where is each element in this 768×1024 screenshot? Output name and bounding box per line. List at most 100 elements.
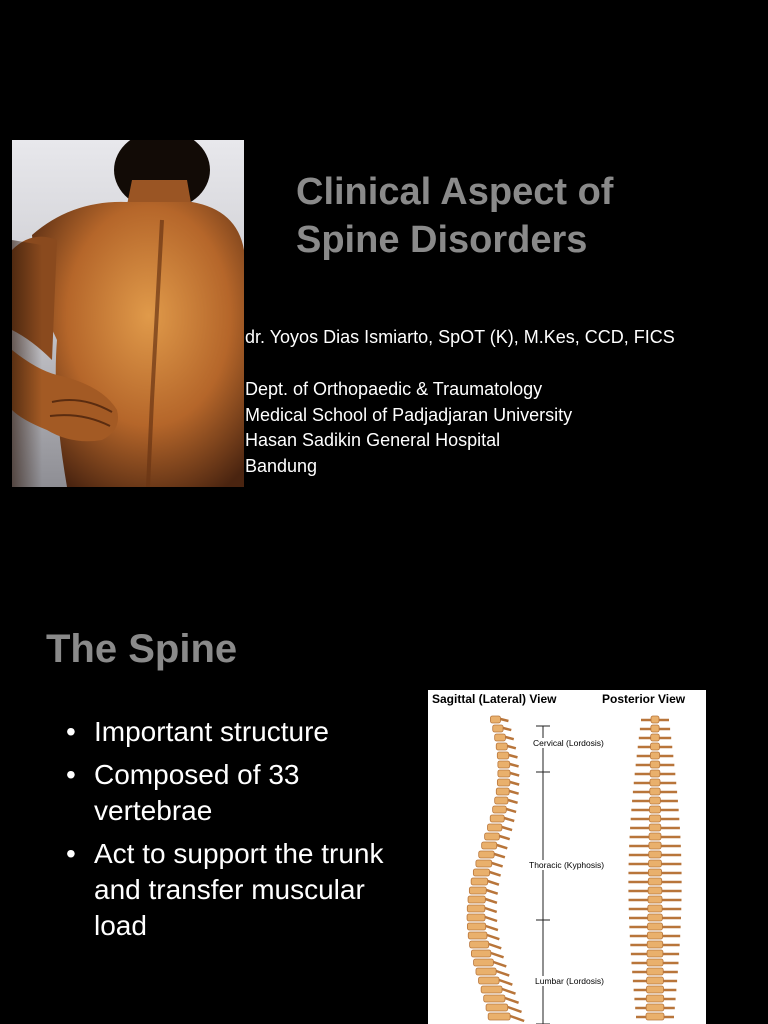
lateral-vertebra (495, 787, 510, 796)
posterior-vertebra (648, 868, 662, 877)
back-pain-illustration (12, 140, 244, 487)
spinous-process (505, 807, 517, 814)
lateral-vertebra (492, 724, 504, 733)
posterior-view-heading: Posterior View (602, 692, 686, 706)
spinous-process (503, 816, 515, 823)
bullet-list: Important structure Composed of 33 verte… (66, 714, 416, 951)
posterior-vertebra (649, 760, 661, 769)
posterior-vertebra (647, 913, 663, 922)
author-name: dr. Yoyos Dias Ismiarto, SpOT (K), M.Kes… (245, 327, 675, 347)
lateral-vertebra (484, 832, 500, 841)
posterior-vertebra (646, 931, 664, 940)
lumbar-label: Lumbar (Lordosis) (534, 976, 605, 986)
spinous-process (485, 888, 499, 895)
posterior-vertebra (649, 796, 661, 805)
lateral-vertebra (466, 904, 486, 913)
lateral-vertebra (497, 769, 511, 778)
lateral-vertebra (475, 967, 497, 976)
lateral-vertebra (478, 976, 500, 985)
posterior-vertebra (646, 958, 664, 967)
posterior-vertebra (646, 985, 664, 994)
spinous-process (493, 852, 506, 859)
lateral-vertebra (478, 850, 495, 859)
affiliation-line: Medical School of Padjadjaran University (245, 404, 573, 425)
lateral-vertebra (468, 886, 487, 895)
posterior-vertebra (648, 859, 662, 868)
spinous-process (488, 942, 502, 950)
spinous-process (504, 996, 520, 1004)
lateral-vertebra (485, 1003, 509, 1012)
posterior-vertebra (650, 733, 660, 742)
posterior-vertebra (647, 886, 663, 895)
lateral-vertebra (496, 751, 510, 760)
posterior-vertebra (649, 751, 661, 760)
lateral-vertebra (473, 958, 494, 967)
spinous-process (500, 717, 509, 723)
spinous-process (498, 978, 513, 986)
spine-drawing (466, 715, 682, 1024)
spinous-process (495, 969, 510, 977)
spinous-process (501, 825, 513, 832)
title-slide: Clinical Aspect of Spine Disorders dr. Y… (12, 140, 736, 487)
region-bracket (536, 725, 550, 1024)
title-line: Spine Disorders (296, 219, 588, 261)
spinous-process (496, 843, 508, 850)
thoracic-label: Thoracic (Kyphosis) (528, 860, 606, 870)
spinous-process (507, 744, 517, 750)
spinous-process (491, 861, 504, 868)
lateral-vertebra (466, 913, 486, 922)
spinous-process (508, 753, 518, 759)
lateral-vertebra (466, 922, 487, 931)
lateral-vertebra (494, 733, 506, 742)
lateral-vertebra (472, 868, 490, 877)
lateral-vertebra (469, 940, 490, 949)
posterior-vertebra (648, 823, 662, 832)
posterior-vertebra (648, 841, 662, 850)
posterior-vertebra (647, 904, 663, 913)
spinous-process (509, 762, 519, 768)
lateral-vertebra (487, 823, 503, 832)
spine-diagram: Sagittal (Lateral) View Posterior View C… (428, 690, 706, 1024)
spinous-process (507, 1005, 522, 1014)
bullet-item: Important structure (66, 714, 416, 750)
lateral-vertebra (471, 949, 492, 958)
posterior-vertebra (648, 832, 662, 841)
lateral-vertebra (495, 742, 508, 751)
lateral-vertebra (470, 877, 489, 886)
spinous-process (508, 789, 519, 795)
spinous-process (484, 906, 498, 914)
posterior-vertebra (649, 769, 661, 778)
affiliation-line: Hasan Sadikin General Hospital (245, 430, 501, 450)
lateral-vertebra (490, 715, 501, 724)
lateral-vertebra (494, 796, 509, 805)
spinous-process (505, 735, 515, 741)
spinous-process (490, 951, 504, 959)
posterior-vertebra (648, 850, 662, 859)
posterior-vertebra (646, 976, 664, 985)
spinous-process (484, 897, 498, 905)
affiliation-block: Dept. of Orthopaedic & Traumatology Medi… (245, 377, 572, 479)
lateral-vertebra (480, 985, 503, 994)
presentation-title: Clinical Aspect of Spine Disorders (296, 168, 736, 264)
spinous-process (489, 870, 502, 877)
lateral-vertebra (481, 841, 498, 850)
bullet-item: Composed of 33 vertebrae (66, 757, 416, 829)
posterior-vertebra (647, 922, 663, 931)
posterior-vertebra (649, 778, 661, 787)
spinous-process (487, 879, 500, 886)
lateral-vertebra (496, 778, 511, 787)
bullet-item: Act to support the trunk and transfer mu… (66, 836, 416, 944)
spinous-process (492, 960, 507, 968)
spine-slide: The Spine Important structure Composed o… (0, 576, 768, 1024)
posterior-vertebra (646, 949, 664, 958)
lateral-vertebra (489, 814, 505, 823)
lateral-vertebra (467, 931, 488, 940)
spinous-process (507, 798, 518, 805)
spinous-process (484, 915, 498, 923)
spinous-process (509, 771, 520, 777)
posterior-vertebra (645, 1003, 665, 1012)
back-pain-photo (12, 140, 244, 487)
spinous-process (485, 924, 499, 932)
lateral-vertebra (483, 994, 506, 1003)
lateral-vertebra (497, 760, 511, 769)
